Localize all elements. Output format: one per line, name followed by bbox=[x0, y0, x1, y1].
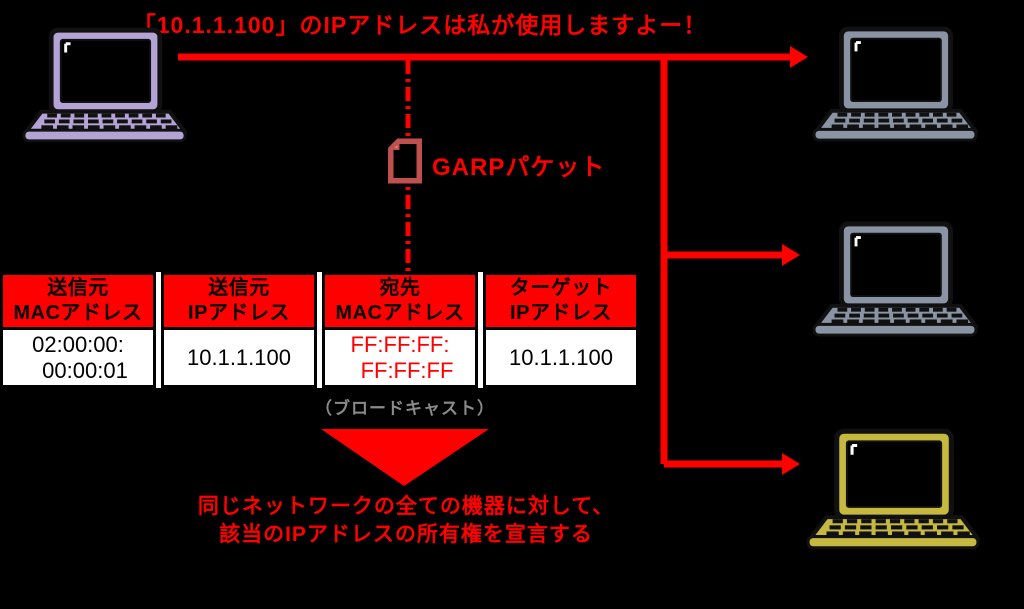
receiver-laptop-top-icon bbox=[812, 26, 978, 143]
sender-laptop-icon bbox=[22, 27, 187, 144]
branch-arrow-bottom bbox=[664, 453, 800, 475]
receiver-laptop-bottom-icon bbox=[806, 423, 980, 556]
garp-packet-document-icon bbox=[388, 138, 422, 184]
garp-packet-label: GARPパケット bbox=[432, 154, 606, 181]
conclusion-line-2: 該当のIPアドレスの所有権を宣言する bbox=[219, 523, 593, 547]
table-header-target-ip: ターゲット IPアドレス bbox=[486, 275, 636, 330]
conclusion-line-1: 同じネットワークの全ての機器に対して、 bbox=[197, 495, 615, 518]
broadcast-note: （ブロードキャスト） bbox=[315, 399, 495, 418]
table-cell-dst-mac: FF:FF:FF: FF:FF:FF bbox=[325, 330, 475, 385]
table-cell-target-ip: 10.1.1.100 bbox=[486, 330, 636, 385]
table-header-src-mac: 送信元 MACアドレス bbox=[3, 275, 153, 330]
banner-text: 「10.1.1.100」のIPアドレスは私が使用しますよー！ bbox=[132, 12, 708, 38]
table-col-src-mac: 送信元 MACアドレス 02:00:00: 00:00:01 bbox=[0, 272, 156, 388]
arp-packet-table: 送信元 MACアドレス 02:00:00: 00:00:01 送信元 IPアドレ… bbox=[0, 272, 639, 388]
receiver-laptop-middle-icon bbox=[812, 221, 978, 338]
table-header-src-ip: 送信元 IPアドレス bbox=[164, 275, 314, 330]
table-col-src-ip: 送信元 IPアドレス 10.1.1.100 bbox=[161, 272, 317, 388]
table-cell-src-mac: 02:00:00: 00:00:01 bbox=[3, 330, 153, 385]
table-cell-src-ip: 10.1.1.100 bbox=[164, 330, 314, 385]
conclusion-triangle bbox=[321, 429, 489, 486]
table-col-dst-mac: 宛先 MACアドレス FF:FF:FF: FF:FF:FF bbox=[322, 272, 478, 388]
table-header-dst-mac: 宛先 MACアドレス bbox=[325, 275, 475, 330]
main-broadcast-arrow bbox=[178, 46, 808, 68]
branch-arrow-middle bbox=[664, 244, 800, 266]
table-col-target-ip: ターゲット IPアドレス 10.1.1.100 bbox=[483, 272, 639, 388]
conclusion-text: 同じネットワークの全ての機器に対して、 該当のIPアドレスの所有権を宣言する bbox=[150, 493, 662, 550]
